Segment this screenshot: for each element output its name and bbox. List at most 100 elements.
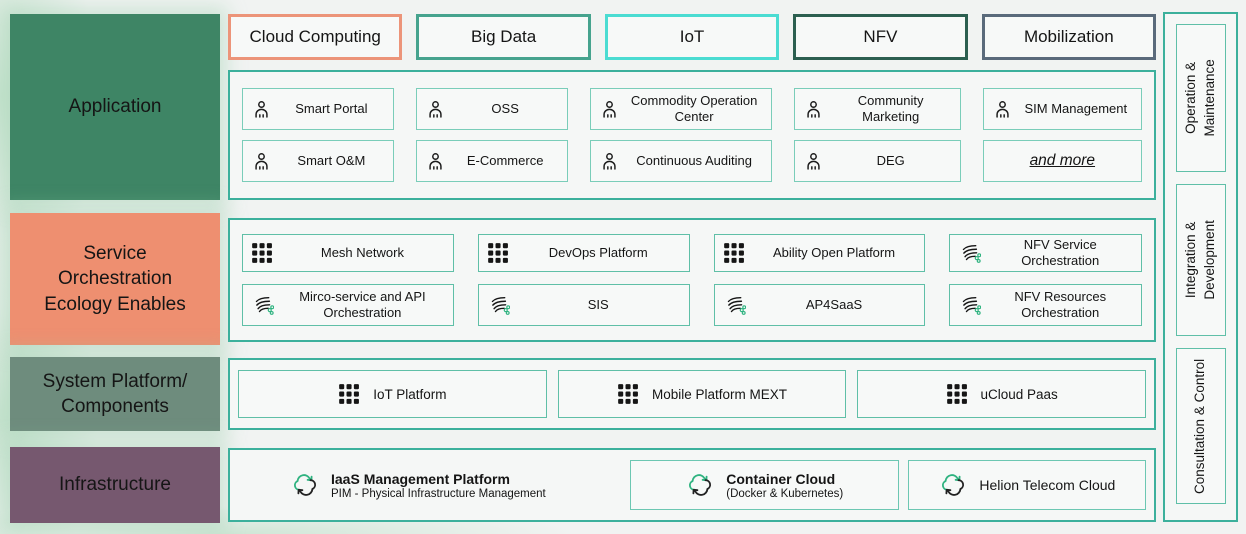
person-icon bbox=[251, 99, 272, 120]
left-block-infrastructure: Infrastructure bbox=[10, 447, 220, 523]
app-item-e-commerce: E-Commerce bbox=[415, 140, 568, 182]
service-item-label: Mesh Network bbox=[320, 245, 404, 261]
infra-item-helion-telecom-cloud: Helion Telecom Cloud bbox=[907, 460, 1146, 510]
app-item-label: Smart Portal bbox=[295, 101, 368, 117]
app-item-sim-management: SIM Management bbox=[982, 88, 1142, 130]
grid-icon bbox=[946, 383, 969, 406]
system-item-iot-platform: IoT Platform bbox=[238, 370, 547, 418]
infra-item-subtitle: PIM - Physical Infrastructure Management bbox=[331, 487, 546, 500]
service-item-mesh-network: Mesh Network bbox=[242, 234, 454, 273]
service-item-ability-open-platform: Ability Open Platform bbox=[713, 234, 926, 273]
cloud-sync-icon bbox=[290, 473, 320, 497]
category-label: NFV bbox=[863, 27, 898, 46]
app-item-oss: OSS bbox=[415, 88, 568, 130]
service-item-devops-platform: DevOps Platform bbox=[477, 234, 690, 273]
person-icon bbox=[803, 151, 824, 172]
app-item-label: Commodity Operation Center bbox=[630, 93, 758, 124]
flow-icon bbox=[487, 294, 510, 317]
system-item-label: Mobile Platform MEXT bbox=[652, 386, 788, 402]
left-block-service-orchestration-ecology-enables: Service Orchestration Ecology Enables bbox=[10, 213, 220, 345]
cloud-sync-icon bbox=[938, 473, 968, 497]
service-item-mirco-service-and-api-orchestration: Mirco-service and API Orchestration bbox=[242, 284, 454, 326]
grid-icon bbox=[251, 242, 274, 265]
system-item-mobile-platform-mext: Mobile Platform MEXT bbox=[557, 370, 847, 418]
right-label-operation-maintenance: Operation & Maintenance bbox=[1175, 24, 1226, 172]
left-block-label: Application bbox=[68, 96, 162, 118]
right-label-integration-development: Integration & Development bbox=[1175, 184, 1226, 336]
category-box-mobilization: Mobilization bbox=[981, 14, 1157, 60]
left-block-application: Application bbox=[10, 14, 220, 200]
service-item-nfv-resources-orchestration: NFV Resources Orchestration bbox=[949, 284, 1142, 326]
infra-item-text: Helion Telecom Cloud bbox=[979, 477, 1115, 493]
system-items-row: IoT Platform Mobile Platform MEXT uCloud P… bbox=[230, 360, 1154, 428]
category-label: Mobilization bbox=[1023, 27, 1114, 46]
app-item-label: and more bbox=[1029, 151, 1096, 169]
service-item-nfv-service-orchestration: NFV Service Orchestration bbox=[949, 234, 1142, 273]
grid-icon bbox=[723, 242, 746, 265]
service-item-label: SIS bbox=[587, 297, 609, 313]
application-items-grid: Smart Portal OSS Commodity Operation Cente… bbox=[230, 72, 1154, 198]
person-icon bbox=[992, 99, 1013, 120]
service-item-ap4saas: AP4SaaS bbox=[713, 284, 926, 326]
infra-item-container-cloud: Container Cloud(Docker & Kubernetes) bbox=[629, 460, 899, 510]
app-item-continuous-auditing: Continuous Auditing bbox=[589, 140, 772, 182]
service-items-grid: Mesh Network DevOps Platform Ability Open … bbox=[230, 220, 1154, 340]
right-label-text: Operation & Maintenance bbox=[1182, 59, 1217, 137]
system-platform-section: IoT Platform Mobile Platform MEXT uCloud P… bbox=[228, 358, 1156, 430]
service-item-label: AP4SaaS bbox=[805, 297, 863, 313]
left-block-label: System Platform/ Components bbox=[42, 370, 188, 417]
person-icon bbox=[251, 151, 272, 172]
left-block-system-platform-components: System Platform/ Components bbox=[10, 357, 220, 431]
right-label-text: Integration & Development bbox=[1182, 220, 1217, 300]
infra-item-text: Container Cloud(Docker & Kubernetes) bbox=[726, 471, 843, 500]
category-box-big-data: Big Data bbox=[416, 14, 591, 60]
service-item-label: Mirco-service and API Orchestration bbox=[299, 289, 426, 321]
technology-category-row: Cloud Computing Big Data IoT NFV Mobilizatio… bbox=[228, 14, 1157, 60]
category-box-cloud-computing: Cloud Computing bbox=[228, 14, 403, 60]
app-item-commodity-operation-center: Commodity Operation Center bbox=[589, 88, 772, 130]
app-item-label: E-Commerce bbox=[466, 153, 544, 169]
application-section: Smart Portal OSS Commodity Operation Cente… bbox=[228, 70, 1156, 200]
system-item-label: IoT Platform bbox=[373, 386, 447, 402]
service-item-label: Ability Open Platform bbox=[772, 245, 896, 261]
person-icon bbox=[425, 151, 446, 172]
person-icon bbox=[599, 99, 620, 120]
infra-item-title: Helion Telecom Cloud bbox=[979, 477, 1116, 493]
category-label: Cloud Computing bbox=[249, 27, 381, 46]
app-item-label: Continuous Auditing bbox=[636, 153, 752, 169]
person-icon bbox=[599, 151, 620, 172]
app-item-and-more: and more bbox=[982, 140, 1142, 182]
service-item-label: NFV Service Orchestration bbox=[1021, 237, 1100, 269]
category-label: IoT bbox=[679, 27, 705, 46]
person-icon bbox=[425, 99, 446, 120]
flow-icon bbox=[958, 294, 982, 317]
category-box-nfv: NFV bbox=[793, 14, 968, 60]
cloud-sync-icon bbox=[685, 473, 715, 497]
system-item-label: uCloud Paas bbox=[980, 386, 1058, 402]
app-item-smart-portal: Smart Portal bbox=[242, 88, 394, 130]
grid-icon bbox=[338, 383, 361, 406]
app-item-smart-o-m: Smart O&M bbox=[242, 140, 394, 182]
right-label-text: Consultation & Control bbox=[1192, 358, 1208, 494]
app-item-label: Smart O&M bbox=[297, 153, 366, 169]
app-item-community-marketing: Community Marketing bbox=[793, 88, 961, 130]
app-item-label: SIM Management bbox=[1024, 101, 1128, 117]
service-item-label: DevOps Platform bbox=[548, 245, 648, 261]
service-item-label: NFV Resources Orchestration bbox=[1014, 289, 1107, 321]
app-item-label: OSS bbox=[491, 101, 519, 117]
person-icon bbox=[803, 99, 824, 120]
flow-icon bbox=[958, 242, 982, 265]
grid-icon bbox=[487, 242, 510, 265]
flow-icon bbox=[723, 294, 746, 317]
service-orchestration-section: Mesh Network DevOps Platform Ability Open … bbox=[228, 218, 1156, 342]
infra-item-subtitle: (Docker & Kubernetes) bbox=[726, 487, 844, 500]
flow-icon bbox=[251, 294, 274, 317]
app-item-label: DEG bbox=[876, 153, 905, 169]
category-box-iot: IoT bbox=[604, 14, 780, 60]
infra-item-title: Container Cloud bbox=[726, 470, 836, 487]
infra-item-title: IaaS Management Platform bbox=[331, 470, 510, 487]
